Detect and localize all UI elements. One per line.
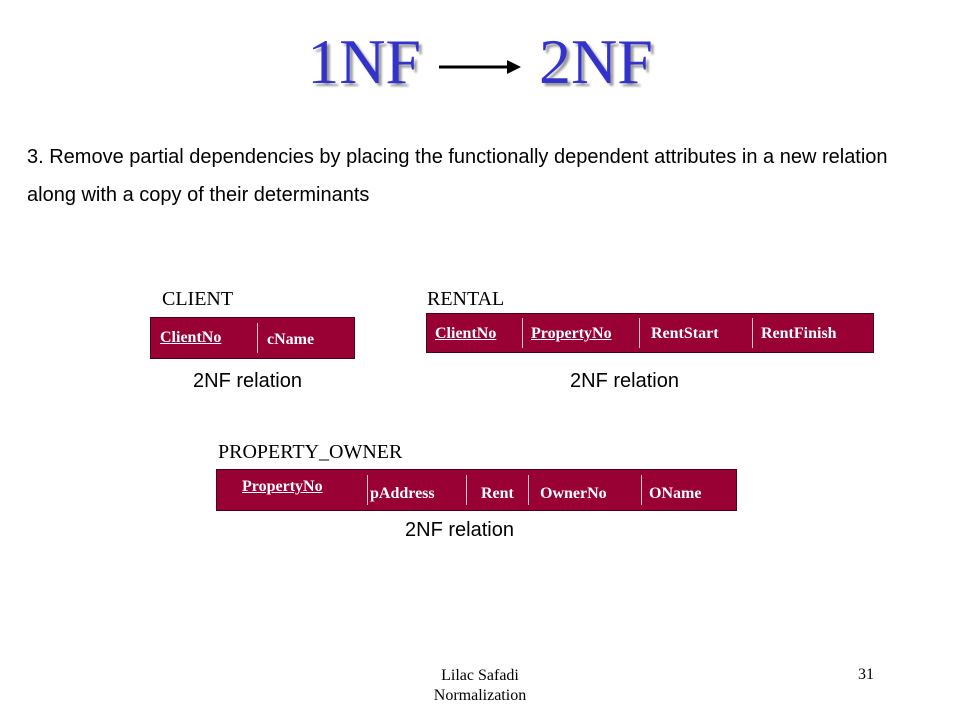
footer-topic: Normalization	[433, 687, 527, 704]
attr-separator	[522, 318, 523, 348]
rental-caption: 2NF relation	[570, 370, 679, 392]
page-number: 31	[858, 666, 874, 683]
arrow-right-icon	[439, 60, 521, 74]
property-owner-attr-rent: Rent	[481, 485, 514, 502]
client-attr-clientno: ClientNo	[160, 329, 222, 346]
rental-relation-name: RENTAL	[427, 288, 505, 310]
client-caption: 2NF relation	[193, 370, 302, 392]
attr-separator	[466, 475, 467, 505]
rental-attr-rentstart: RentStart	[651, 325, 719, 342]
rental-attr-clientno: ClientNo	[435, 325, 497, 342]
rental-relation-box: ClientNo PropertyNo RentStart RentFinish	[426, 313, 874, 353]
property-owner-relation-name: PROPERTY_OWNER	[218, 441, 403, 463]
property-owner-relation-box: PropertyNo pAddress Rent OwnerNo OName	[216, 469, 737, 511]
client-relation-name: CLIENT	[162, 288, 234, 310]
property-owner-caption: 2NF relation	[405, 519, 514, 541]
title-right: 2NF	[539, 26, 653, 97]
attr-separator	[367, 475, 368, 505]
footer-author: Lilac Safadi	[441, 667, 519, 684]
rental-attr-rentfinish: RentFinish	[761, 325, 837, 342]
slide-title: 1NF 2NF	[0, 22, 960, 102]
property-owner-attr-oname: OName	[649, 485, 702, 502]
client-relation-box: ClientNo cName	[150, 317, 355, 359]
property-owner-attr-paddress: pAddress	[370, 485, 435, 502]
property-owner-attr-ownerno: OwnerNo	[540, 485, 607, 502]
body-text: 3. Remove partial dependencies by placin…	[27, 146, 888, 206]
property-owner-attr-propertyno: PropertyNo	[242, 478, 323, 495]
client-attr-cname: cName	[267, 331, 315, 348]
attr-separator	[639, 318, 640, 348]
title-left: 1NF	[307, 26, 421, 97]
attr-separator	[752, 318, 753, 348]
rental-attr-propertyno: PropertyNo	[531, 325, 612, 342]
attr-separator	[641, 475, 642, 505]
footer-credit: Lilac Safadi Normalization	[0, 666, 960, 706]
attr-separator	[528, 475, 529, 505]
attr-separator	[257, 323, 258, 353]
